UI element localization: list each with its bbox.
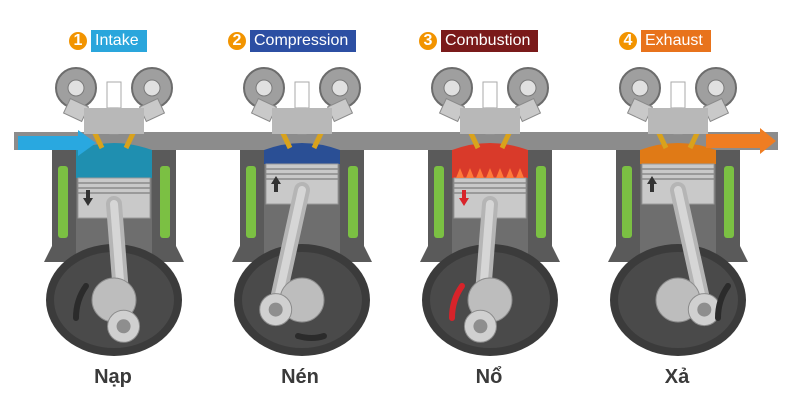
connecting-rod-highlight (674, 186, 709, 314)
combustion-flame (496, 168, 504, 178)
water-jacket-left (58, 166, 68, 238)
camshaft-center (255, 79, 273, 97)
connecting-rod-highlight (271, 186, 306, 314)
spark-plug (294, 81, 310, 109)
stroke-number-badge: 2 (226, 30, 248, 52)
cylinder-head-bar (390, 132, 590, 150)
water-jacket-right (724, 166, 734, 238)
cylinder-head (648, 108, 708, 134)
rotation-arrow (715, 283, 731, 321)
crank-pin-center (697, 302, 712, 317)
stroke-title: Compression (250, 30, 357, 52)
stroke-number-badge: 1 (67, 30, 89, 52)
engine-cylinder (202, 67, 402, 356)
crank-pin-center (116, 319, 131, 334)
combustion-flame (466, 168, 474, 178)
camshaft-center (443, 79, 461, 97)
stroke-title: Combustion (441, 30, 539, 52)
crank-pin-center (268, 302, 283, 317)
piston-direction-arrow (271, 176, 281, 192)
spark-plug (106, 81, 122, 109)
stroke-title: Intake (91, 30, 147, 52)
piston-direction-arrow (83, 190, 93, 206)
spark-plug (670, 81, 686, 109)
camshaft-center (143, 79, 161, 97)
caption-no: Nổ (475, 366, 503, 388)
engine-cylinder (578, 67, 778, 356)
rotation-arrow (449, 283, 465, 321)
engine-cylinder (390, 67, 590, 356)
camshaft-center (707, 79, 725, 97)
engine-cylinder (14, 67, 214, 356)
cylinder-head (272, 108, 332, 134)
cylinder-head-bar (202, 132, 402, 150)
caption-nen: Nén (281, 366, 319, 388)
rotation-arrow (73, 283, 89, 321)
cylinder-head (84, 108, 144, 134)
stroke-title: Exhaust (641, 30, 711, 52)
spark-plug (482, 81, 498, 109)
stroke-number-badge: 4 (617, 30, 639, 52)
stroke-number-badge: 3 (417, 30, 439, 52)
cylinder-head (460, 108, 520, 134)
crank-pin-center (473, 319, 488, 334)
piston-direction-arrow (647, 176, 657, 192)
water-jacket-right (160, 166, 170, 238)
water-jacket-left (246, 166, 256, 238)
combustion-flame (476, 168, 484, 178)
camshaft-center (631, 79, 649, 97)
combustion-chamber (264, 143, 340, 164)
stroke-label-compression: 2 Compression (226, 30, 357, 52)
combustion-flame (486, 168, 494, 178)
stroke-label-exhaust: 4 Exhaust (617, 30, 711, 52)
water-jacket-right (536, 166, 546, 238)
camshaft-center (519, 79, 537, 97)
water-jacket-left (434, 166, 444, 238)
camshaft-center (331, 79, 349, 97)
combustion-flame (456, 168, 464, 178)
rotation-arrow (295, 333, 327, 341)
stroke-label-intake: 1 Intake (67, 30, 147, 52)
camshaft-center (67, 79, 85, 97)
combustion-chamber (76, 143, 152, 178)
piston-direction-arrow (459, 190, 469, 206)
stroke-label-combustion: 3 Combustion (417, 30, 539, 52)
combustion-flame (506, 168, 514, 178)
combustion-chamber (452, 143, 528, 178)
caption-nap: Nạp (94, 366, 132, 388)
combustion-flame (516, 168, 524, 178)
caption-xa: Xả (664, 366, 690, 388)
intake-arrow (18, 130, 96, 156)
water-jacket-left (622, 166, 632, 238)
combustion-chamber (640, 143, 716, 164)
water-jacket-right (348, 166, 358, 238)
exhaust-arrow (706, 128, 776, 154)
